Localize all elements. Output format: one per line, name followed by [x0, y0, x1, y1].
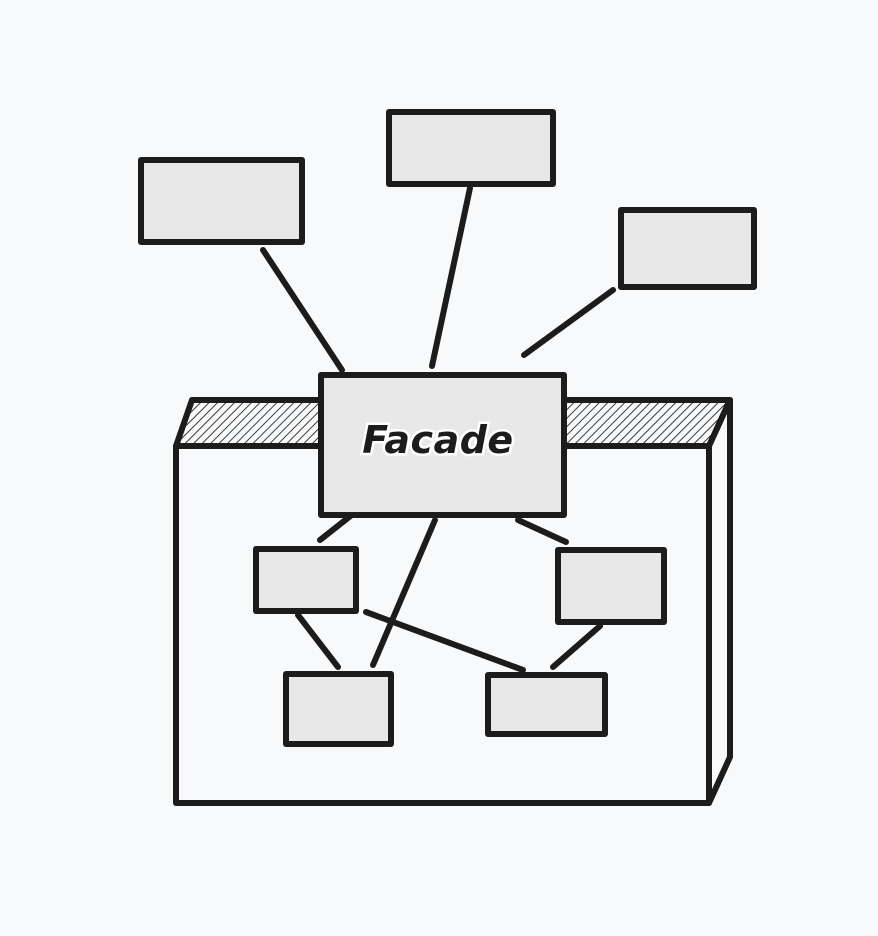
class-box-c — [283, 671, 394, 747]
client-box-right — [618, 207, 757, 290]
client-boxes — [138, 109, 757, 290]
connector-client-left — [260, 247, 345, 373]
connector-class-b-class-d — [550, 623, 603, 670]
client-box-top — [386, 109, 556, 187]
connector-class-a-class-d — [363, 609, 526, 673]
connector-facade-class-b — [515, 517, 569, 545]
connector-client-right — [521, 287, 616, 358]
client-box-left — [138, 157, 305, 245]
facade-label: Facade — [362, 418, 513, 462]
class-box-a — [253, 546, 359, 614]
subsystem-connections — [295, 511, 603, 673]
connector-facade-class-a — [317, 511, 356, 543]
client-connections — [260, 185, 616, 373]
connector-facade-class-c — [370, 517, 438, 668]
subsystem-side-face — [706, 397, 733, 806]
class-box-b — [555, 547, 667, 625]
connector-class-a-class-c — [295, 612, 341, 670]
facade-node: Facade — [318, 372, 567, 518]
facade-box — [318, 372, 567, 518]
class-box-d — [485, 672, 608, 737]
subsystem-classes — [253, 546, 667, 747]
connector-client-top — [429, 185, 473, 369]
